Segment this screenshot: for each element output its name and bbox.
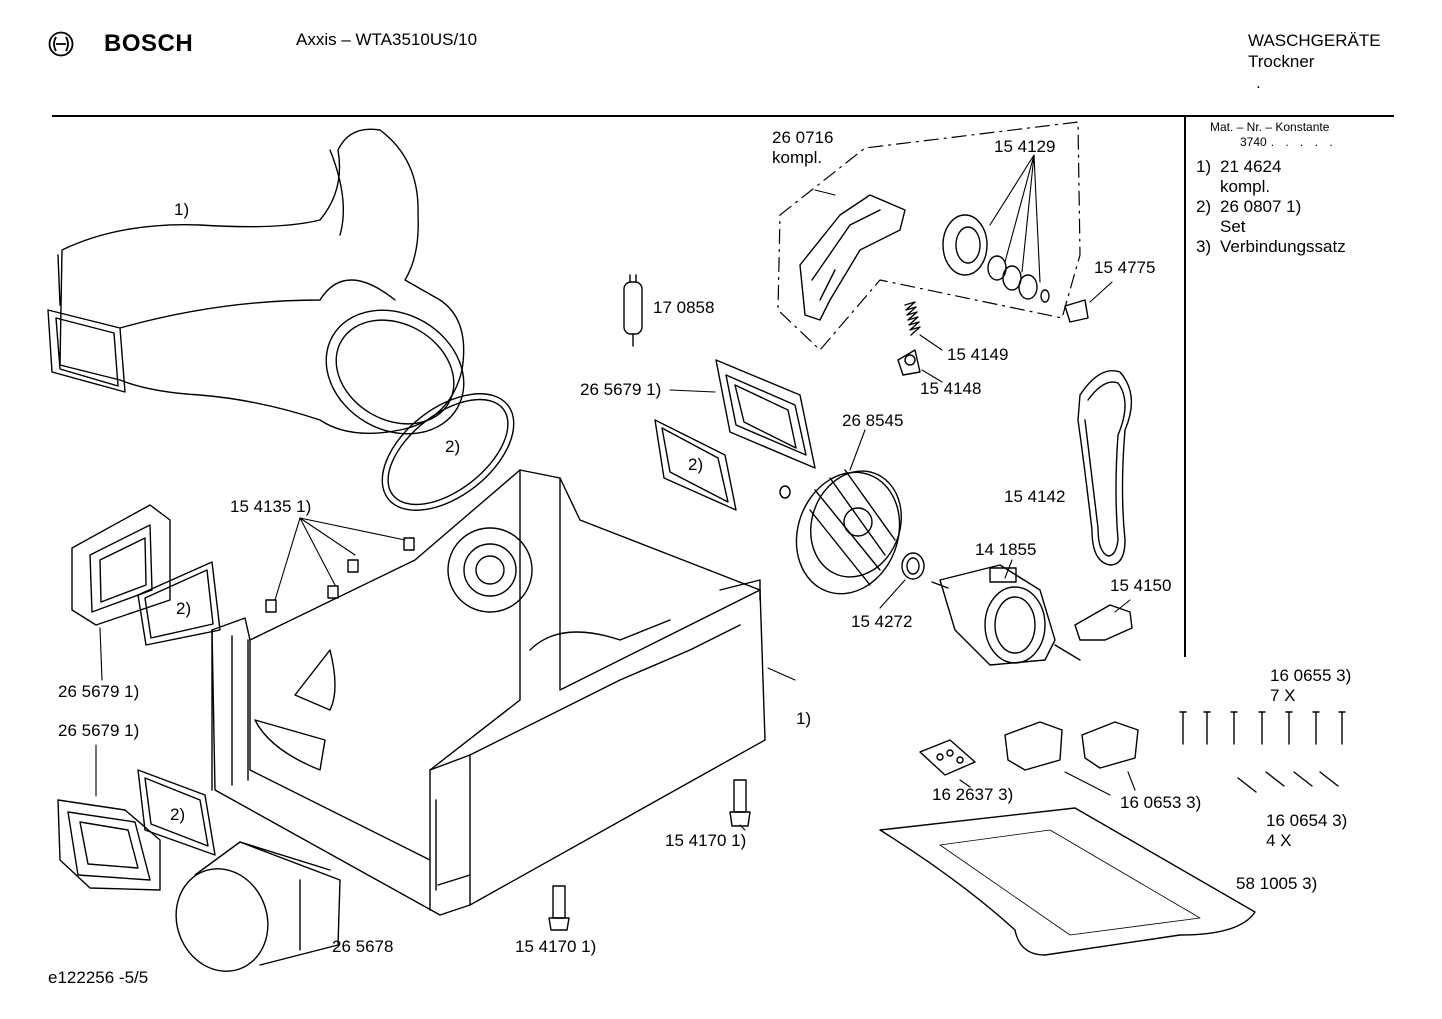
brand-logo: BOSCH <box>48 30 193 58</box>
category-line-3: . <box>1256 73 1261 92</box>
note-number: 2) <box>1196 197 1212 216</box>
label-581005: 58 1005 3) <box>1236 874 1318 893</box>
pin-part <box>1065 300 1088 322</box>
note-text: 26 0807 1) <box>1220 197 1302 216</box>
note-sub: Set <box>1220 217 1246 236</box>
spring-part <box>905 302 920 335</box>
label-154149: 15 4149 <box>947 345 1009 364</box>
model-title: Axxis – WTA3510US/10 <box>296 30 478 49</box>
label-154150: 15 4150 <box>1110 576 1172 595</box>
label-265679-right: 26 5679 1) <box>580 380 662 399</box>
plate-part <box>920 740 975 775</box>
washer-small <box>780 486 790 498</box>
clip-parts <box>266 538 414 612</box>
label-154142: 15 4142 <box>1004 487 1066 506</box>
motor-bracket-part <box>1075 605 1132 640</box>
label-1-duct: 1) <box>174 200 190 219</box>
adapter-part <box>162 842 340 984</box>
category-line-2: Trockner <box>1248 52 1315 71</box>
base-frame-part <box>212 470 765 915</box>
frame-arm-part <box>800 195 905 320</box>
label-154170-right: 15 4170 1) <box>665 831 747 850</box>
label-160654: 16 0654 3) <box>1266 811 1348 830</box>
constant-dots: . . . . . <box>1270 135 1337 149</box>
note-number: 3) <box>1196 237 1212 256</box>
label-154170-bottom: 15 4170 1) <box>515 937 597 956</box>
label-154272: 15 4272 <box>851 612 913 631</box>
label-7x: 7 X <box>1270 686 1296 705</box>
gasket-left-lower <box>138 770 215 855</box>
belt-part <box>1078 371 1131 565</box>
gasket-ring <box>361 371 535 534</box>
capacitor-part <box>624 275 642 346</box>
constant-value: 3740 <box>1240 135 1267 149</box>
label-265679-left-lower: 26 5679 1) <box>58 721 140 740</box>
leader-lines <box>96 155 1135 830</box>
note-sub: kompl. <box>1220 177 1271 196</box>
legend-note-3: 3) Verbindungssatz <box>1196 237 1346 257</box>
flange-left-upper <box>72 505 170 625</box>
label-2-gasket-left-upper: 2) <box>176 599 192 618</box>
label-kompl: kompl. <box>772 148 823 167</box>
exhaust-duct-part <box>48 129 486 458</box>
label-4x: 4 X <box>1266 831 1292 850</box>
label-154135: 15 4135 1) <box>230 497 312 516</box>
note-text: Verbindungssatz <box>1220 237 1346 256</box>
category-block: WASCHGERÄTE Trockner . <box>1248 30 1381 93</box>
category-line-1: WASCHGERÄTE <box>1248 31 1381 50</box>
seal-part <box>902 553 924 579</box>
gasket-left-upper <box>138 562 220 645</box>
note-text: 21 4624 <box>1220 157 1282 176</box>
label-260716: 26 0716 <box>772 128 834 147</box>
label-154775: 15 4775 <box>1094 258 1156 277</box>
label-160653: 16 0653 3) <box>1120 793 1202 812</box>
legend-note-2: 2) 26 0807 1) Set <box>1196 197 1346 237</box>
hinge-block-part <box>1005 722 1138 770</box>
label-154148: 15 4148 <box>920 379 982 398</box>
label-141855: 14 1855 <box>975 540 1037 559</box>
label-160655: 16 0655 3) <box>1270 666 1352 685</box>
screw-set-part <box>1180 712 1345 792</box>
label-2-gasket-left-lower: 2) <box>170 805 186 824</box>
fan-wheel-part <box>780 458 916 609</box>
constant-row: 3740. . . . . <box>1240 135 1346 149</box>
label-170858: 17 0858 <box>653 298 715 317</box>
flange-right <box>716 360 815 468</box>
motor-part <box>932 565 1080 665</box>
manual-sheet-part <box>880 808 1255 955</box>
brand-name: BOSCH <box>104 30 194 57</box>
bracket-part <box>898 350 920 375</box>
note-number: 1) <box>1196 157 1212 176</box>
legend-panel: Mat. – Nr. – Konstante 3740. . . . . 1) 2… <box>1196 120 1346 257</box>
bosch-armature-icon <box>48 31 74 57</box>
label-265678: 26 5678 <box>332 937 394 956</box>
label-2-gasket-ring: 2) <box>445 437 461 456</box>
label-154129: 15 4129 <box>994 137 1056 156</box>
legend-notes: 1) 21 4624 kompl. 2) 26 0807 1) Set 3) Verb… <box>1196 157 1346 257</box>
mat-label: Mat. – Nr. – Konstante <box>1210 120 1330 134</box>
label-2-gasket-right: 2) <box>688 455 704 474</box>
flange-left-lower <box>58 800 160 890</box>
pulley-part <box>943 215 1049 302</box>
label-268545: 26 8545 <box>842 411 904 430</box>
header-divider <box>52 115 1394 117</box>
footer-code: e122256 -5/5 <box>48 968 149 987</box>
legend-note-1: 1) 21 4624 kompl. <box>1196 157 1346 197</box>
legend-divider <box>1184 117 1186 657</box>
label-162637: 16 2637 3) <box>932 785 1014 804</box>
gasket-right <box>655 420 736 510</box>
frame-dashed-outline <box>778 122 1080 350</box>
label-1-frame: 1) <box>796 709 812 728</box>
label-265679-left-upper: 26 5679 1) <box>58 682 140 701</box>
screw-part <box>549 780 750 930</box>
